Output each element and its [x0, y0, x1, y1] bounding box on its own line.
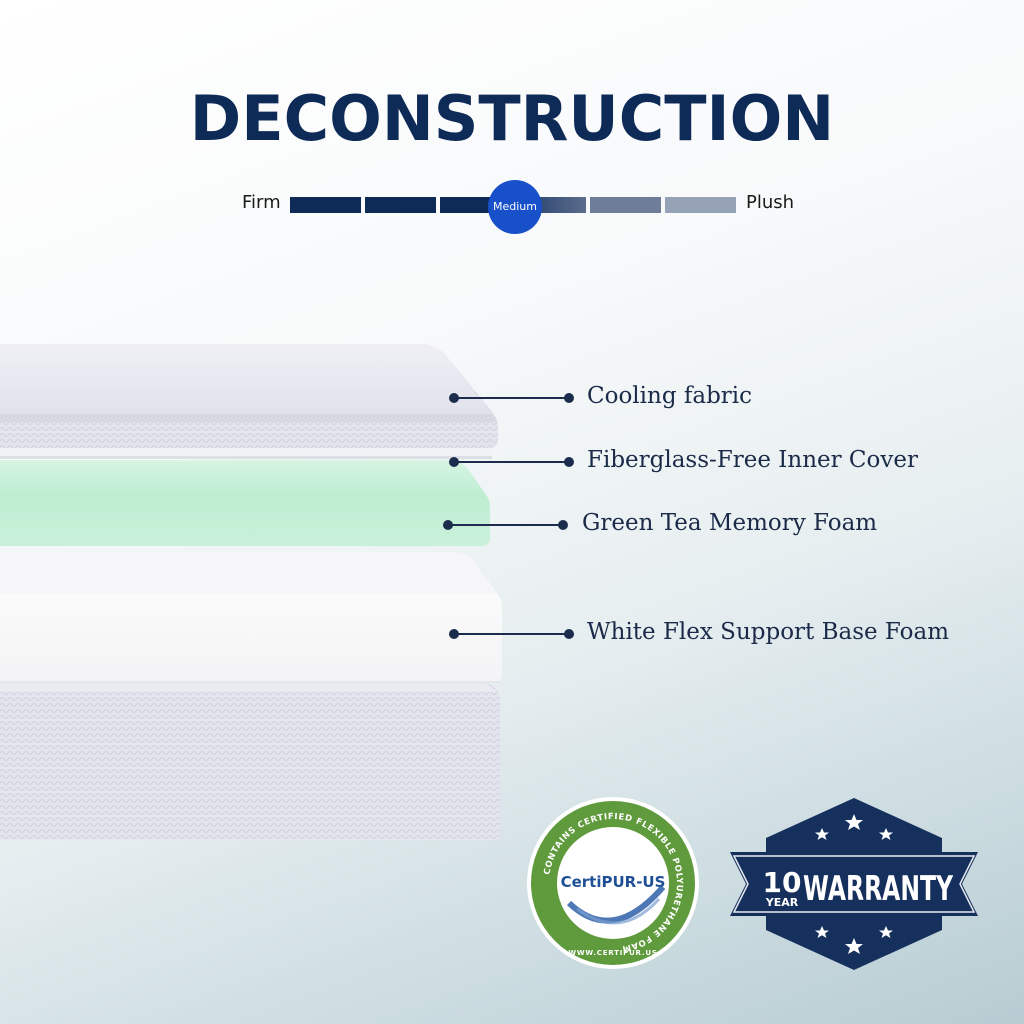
page-title: DECONSTRUCTION — [189, 82, 835, 155]
firmness-segment — [590, 197, 661, 213]
certipur-brand: CertiPUR-US — [561, 873, 666, 891]
green-tea-memory-foam-layer — [0, 460, 490, 546]
bottom-cover-layer — [0, 682, 500, 840]
callout-dot-memory-foam — [558, 520, 568, 530]
warranty-number: 10 — [763, 866, 802, 899]
firmness-indicator: Medium — [488, 180, 542, 234]
certipur-us-badge: CONTAINS CERTIFIED FLEXIBLE POLYURETHANE… — [527, 797, 699, 969]
mattress-layers-illustration — [0, 344, 502, 840]
warranty-unit: YEAR — [765, 896, 799, 909]
inner-cover-layer — [0, 448, 492, 459]
firmness-segment — [665, 197, 736, 213]
callout-inner-cover: Fiberglass-Free Inner Cover — [587, 447, 918, 473]
cooling-fabric-layer — [0, 344, 498, 448]
certipur-url: WWW.CERTIPUR.US — [568, 949, 657, 957]
callout-cooling-fabric: Cooling fabric — [587, 383, 753, 409]
firmness-segment — [290, 197, 361, 213]
firmness-segment — [365, 197, 436, 213]
callout-line-base-foam — [454, 633, 568, 635]
warranty-badge: 10 YEAR WARRANTY — [730, 798, 978, 970]
callout-memory-foam: Green Tea Memory Foam — [582, 510, 878, 536]
firmness-left-label: Firm — [242, 192, 281, 213]
white-flex-support-base-foam-layer — [0, 552, 502, 683]
callout-line-inner-cover — [454, 461, 568, 463]
callout-base-foam: White Flex Support Base Foam — [587, 619, 950, 645]
firmness-right-label: Plush — [746, 192, 795, 213]
callout-dot-cooling-fabric — [564, 393, 574, 403]
callout-dot-base-foam — [564, 629, 574, 639]
callout-line-cooling-fabric — [454, 397, 568, 399]
warranty-word: WARRANTY — [803, 869, 953, 909]
callout-dot-inner-cover — [564, 457, 574, 467]
star-icon — [815, 814, 893, 954]
callout-line-memory-foam — [448, 524, 562, 526]
